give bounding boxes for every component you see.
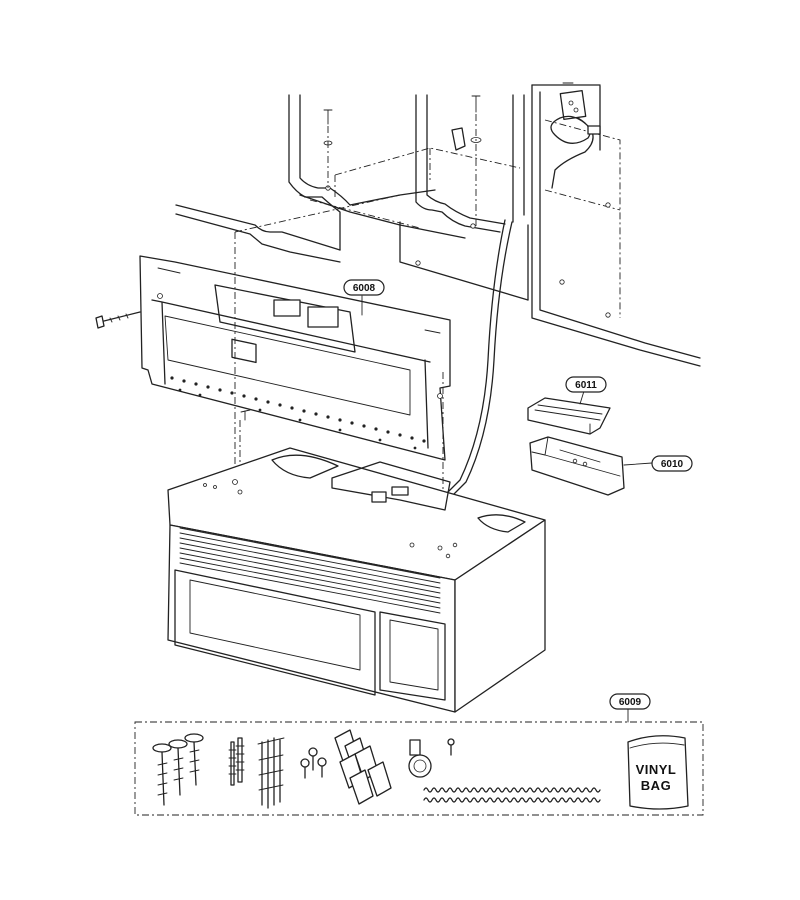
damper-part — [527, 397, 611, 435]
springs — [423, 787, 601, 803]
plate-holes — [170, 376, 426, 450]
callouts: 6008 6011 6010 6009 — [343, 279, 693, 710]
wall-cabinets — [175, 82, 701, 367]
wood-screws — [152, 733, 204, 806]
mounting-plate — [139, 255, 451, 461]
microwave-oven — [167, 447, 546, 713]
bottom-plate-screw — [240, 409, 251, 421]
callout-6011: 6011 — [575, 380, 597, 391]
hardware-kit: VINYL BAG — [134, 707, 704, 816]
callout-6009-box — [609, 693, 651, 710]
vinyl-bag-label-line2: BAG — [641, 778, 671, 793]
vinyl-bag: VINYL BAG — [627, 735, 689, 810]
vinyl-bag-label-line1: VINYL — [636, 762, 677, 777]
wall-anchors — [334, 729, 392, 805]
long-bolts — [257, 737, 285, 809]
callout-6010: 6010 — [661, 459, 684, 470]
small-screws — [300, 747, 327, 779]
callout-6008-box — [343, 279, 385, 296]
power-cord — [429, 219, 506, 511]
cord-clamp — [408, 738, 455, 778]
cabinet-screws — [323, 95, 482, 226]
callout-6010-box — [651, 455, 693, 472]
duct-adaptor-part — [529, 436, 625, 496]
callout-6009: 6009 — [619, 697, 642, 708]
callout-6008: 6008 — [353, 283, 376, 294]
callout-6011-box — [565, 376, 607, 393]
plate-screw — [95, 311, 141, 329]
toggle-bolts — [228, 737, 245, 786]
